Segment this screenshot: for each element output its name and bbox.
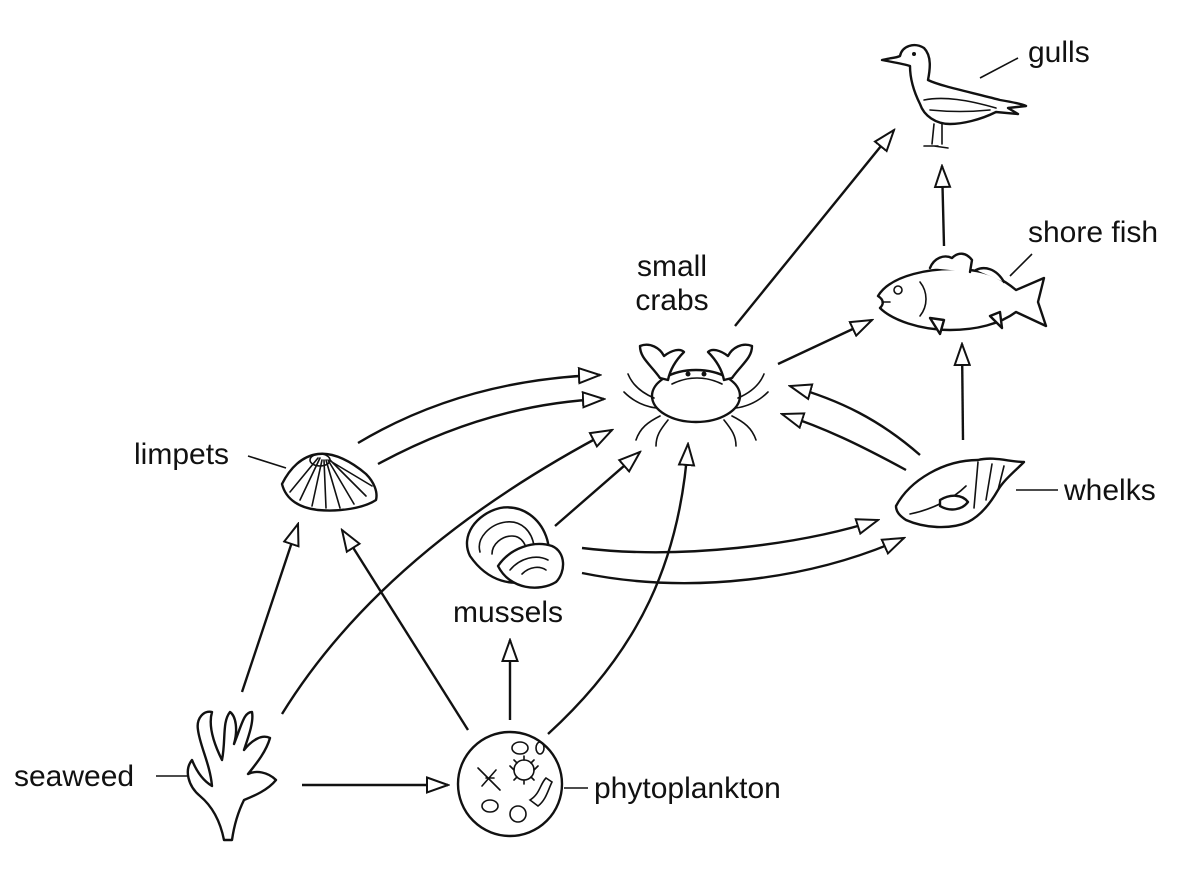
arrow-phytoplankton-to-small-crabs [547,444,688,735]
limpet-shell-icon [280,452,378,512]
leader-limpets [247,455,287,469]
arrow-mussels-to-whelks-2 [581,538,904,585]
leader-shore-fish [1009,253,1033,277]
label-shore-fish: shore fish [1028,216,1158,249]
arrow-shore-fish-to-gulls [942,166,944,247]
label-limpets: limpets [134,438,229,471]
arrow-mussels-to-small-crabs [554,452,640,527]
label-gulls: gulls [1028,36,1090,69]
arrow-small-crabs-to-shore-fish [777,320,872,366]
arrow-limpets-to-small-crabs-1 [357,375,600,445]
gull-icon [880,44,1028,149]
label-small-crabs-line1: small [637,250,707,283]
leader-gulls [979,57,1019,79]
mussel-icon [465,506,565,589]
arrow-mussels-to-whelks-1 [581,520,878,554]
arrow-whelks-to-small-crabs-1 [790,386,921,456]
fish-icon [876,252,1048,336]
arrow-whelks-to-shore-fish [962,344,963,441]
crab-icon [623,343,769,447]
arrow-seaweed-to-small-crabs [280,430,612,715]
label-phytoplankton: phytoplankton [594,772,781,805]
arrow-small-crabs-to-gulls [734,130,894,327]
label-seaweed: seaweed [14,760,134,793]
label-small-crabs-line2: crabs [635,284,708,317]
arrows [240,130,963,785]
label-whelks: whelks [1063,474,1156,507]
arrow-phytoplankton-to-limpets [342,530,470,731]
arrow-limpets-to-small-crabs-2 [377,399,604,466]
leader-lines [156,57,1058,789]
arrow-whelks-to-small-crabs-2 [782,414,907,472]
arrow-seaweed-to-limpets [240,524,298,693]
label-mussels: mussels [453,596,563,629]
phytoplankton-icon [456,730,564,838]
seaweed-icon [186,710,278,842]
whelk-shell-icon [894,457,1026,529]
labels: gulls shore fish small crabs whelks limp… [14,36,1158,805]
